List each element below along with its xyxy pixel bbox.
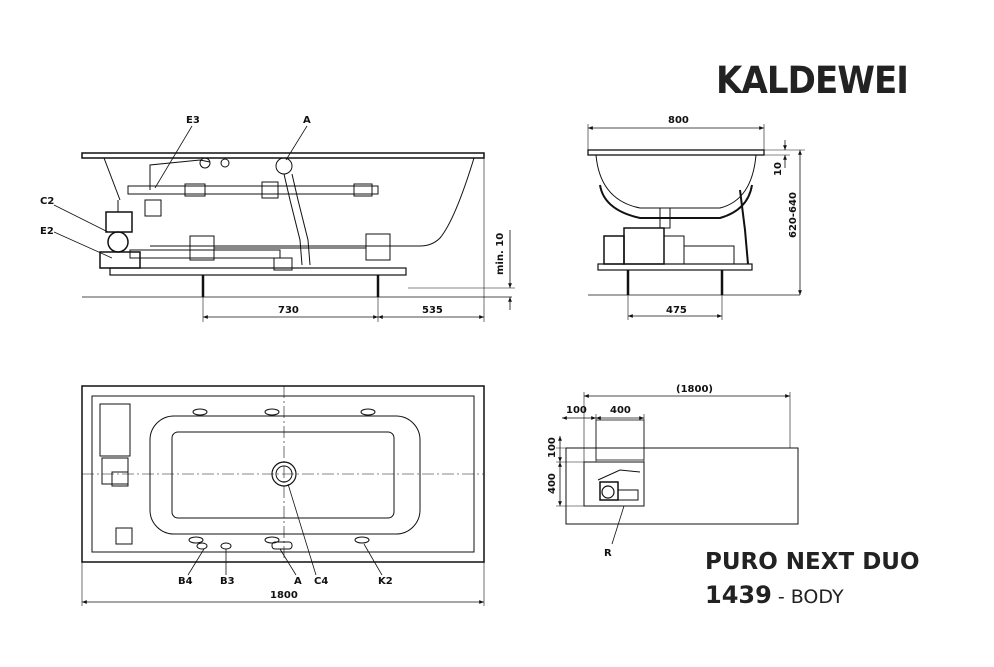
end-view xyxy=(587,124,805,320)
dim-min10: min. 10 xyxy=(495,233,506,275)
product-variant: BODY xyxy=(790,586,844,608)
dim-1800: 1800 xyxy=(270,590,298,601)
product-code: 1439 xyxy=(705,581,772,609)
label-c4: C4 xyxy=(314,576,328,587)
label-r: R xyxy=(604,548,612,559)
dim-620-640: 620-640 xyxy=(788,192,799,238)
plan-view-labels: B4 B3 A C4 K2 1800 xyxy=(178,576,393,601)
label-e3: E3 xyxy=(186,115,200,126)
side-view-labels: E3 A C2 E2 730 535 min. 10 xyxy=(40,115,506,316)
plan-view xyxy=(81,385,485,606)
product-separator: - xyxy=(771,586,791,608)
label-b3: B3 xyxy=(220,576,235,587)
dim-100-vertical: 100 xyxy=(547,437,558,458)
label-b4: B4 xyxy=(178,576,193,587)
dim-10: 10 xyxy=(773,162,784,176)
side-view xyxy=(53,125,515,322)
dim-730: 730 xyxy=(278,305,299,316)
dim-535: 535 xyxy=(422,305,443,316)
brand-logo: KALDEWEI xyxy=(716,59,909,102)
dim-400-horizontal: 400 xyxy=(610,405,631,416)
dim-475: 475 xyxy=(666,305,687,316)
label-c2: C2 xyxy=(40,196,54,207)
end-view-labels: 800 10 620-640 475 xyxy=(666,115,799,316)
dim-800: 800 xyxy=(668,115,689,126)
dim-400-vertical: 400 xyxy=(547,473,558,494)
label-a-plan: A xyxy=(294,576,302,587)
detail-view xyxy=(556,392,799,545)
label-a-side: A xyxy=(303,115,311,126)
label-e2: E2 xyxy=(40,226,54,237)
detail-view-labels: (1800) 100 400 100 400 R xyxy=(547,384,713,559)
dim-1800-bracket: (1800) xyxy=(676,384,713,395)
product-code-line: 1439 - BODY xyxy=(705,580,844,613)
dim-100-horizontal: 100 xyxy=(566,405,587,416)
label-k2: K2 xyxy=(378,576,393,587)
product-name: PURO NEXT DUO xyxy=(705,549,920,575)
